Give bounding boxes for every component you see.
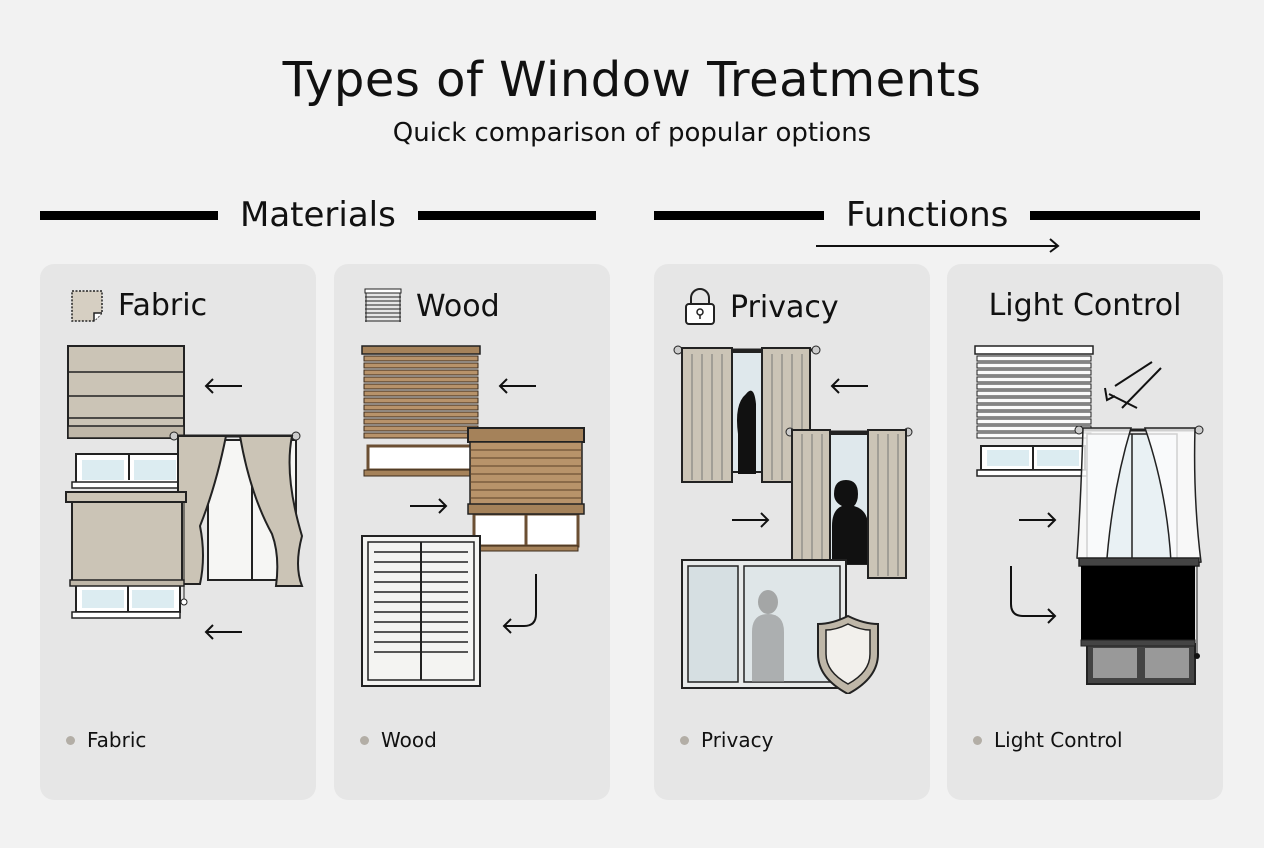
arrow-right-icon xyxy=(732,512,770,528)
bullet-dot xyxy=(360,735,369,745)
wood-blinds xyxy=(361,345,481,477)
page-title: Types of Window Treatments xyxy=(282,52,982,108)
bullet-label: Fabric xyxy=(87,728,147,752)
lock-icon xyxy=(685,288,715,325)
card-fabric: Fabric xyxy=(40,264,316,800)
plantation-shutters xyxy=(361,535,481,687)
page-subtitle: Quick comparison of popular options xyxy=(392,118,872,148)
arrow-right-icon xyxy=(410,498,448,514)
bullet-label: Light Control xyxy=(994,728,1123,752)
card-light-control: Light Control xyxy=(947,264,1223,800)
arrow-left-icon xyxy=(204,624,242,640)
roman-shade xyxy=(67,345,185,489)
card-title: Fabric xyxy=(118,288,208,323)
card-title: Light Control xyxy=(988,288,1182,323)
section-label: Functions xyxy=(846,195,1009,235)
bullet-label: Wood xyxy=(381,728,437,752)
arrow-curved-left-icon xyxy=(502,574,537,634)
fabric-swatch-icon xyxy=(71,289,103,322)
divider xyxy=(40,210,218,220)
card-title: Wood xyxy=(416,288,500,324)
bullet-dot xyxy=(680,735,689,745)
fabric-illustrations xyxy=(65,345,304,640)
blinds-icon xyxy=(364,288,402,322)
card-bullet: Light Control xyxy=(973,728,1123,752)
card-wood: Wood Wood xyxy=(334,264,610,800)
arrow-right-icon xyxy=(1019,512,1057,528)
privacy-illustrations xyxy=(673,345,913,694)
arrow-left-icon xyxy=(498,378,536,394)
bullet-dot xyxy=(66,735,75,745)
arrow-left-icon xyxy=(204,378,242,394)
card-header: Wood xyxy=(364,288,500,324)
card-header: Light Control xyxy=(947,288,1223,323)
section-label: Materials xyxy=(240,195,396,235)
light-control-illustrations xyxy=(974,345,1204,685)
bamboo-shade xyxy=(467,427,585,552)
roller-shade xyxy=(65,491,188,619)
arrow-curved-right-icon xyxy=(1010,566,1057,624)
bullet-dot xyxy=(973,735,982,745)
divider xyxy=(654,210,824,220)
card-header: Fabric xyxy=(70,288,207,323)
blackout-roller-shade xyxy=(1078,557,1200,685)
arrow-left-icon xyxy=(830,378,868,394)
frosted-window-with-shield xyxy=(681,559,879,694)
card-bullet: Fabric xyxy=(66,728,146,752)
sun-rays-deflect-icon xyxy=(1104,361,1162,409)
grommet-curtains-with-silhouette xyxy=(785,427,913,579)
sheer-curtains xyxy=(1074,425,1204,565)
arrow-right-icon xyxy=(816,238,1060,253)
wood-illustrations xyxy=(361,345,585,687)
section-header-materials: Materials xyxy=(40,195,610,235)
white-blinds xyxy=(974,345,1094,477)
card-title: Privacy xyxy=(730,289,839,325)
divider xyxy=(417,210,596,220)
bullet-label: Privacy xyxy=(701,728,774,752)
divider xyxy=(1030,210,1201,220)
card-privacy: Privacy xyxy=(654,264,930,800)
card-bullet: Privacy xyxy=(680,728,773,752)
card-bullet: Wood xyxy=(360,728,437,752)
card-header: Privacy xyxy=(684,288,839,326)
section-header-functions: Functions xyxy=(654,195,1224,235)
draped-curtains xyxy=(169,431,304,587)
